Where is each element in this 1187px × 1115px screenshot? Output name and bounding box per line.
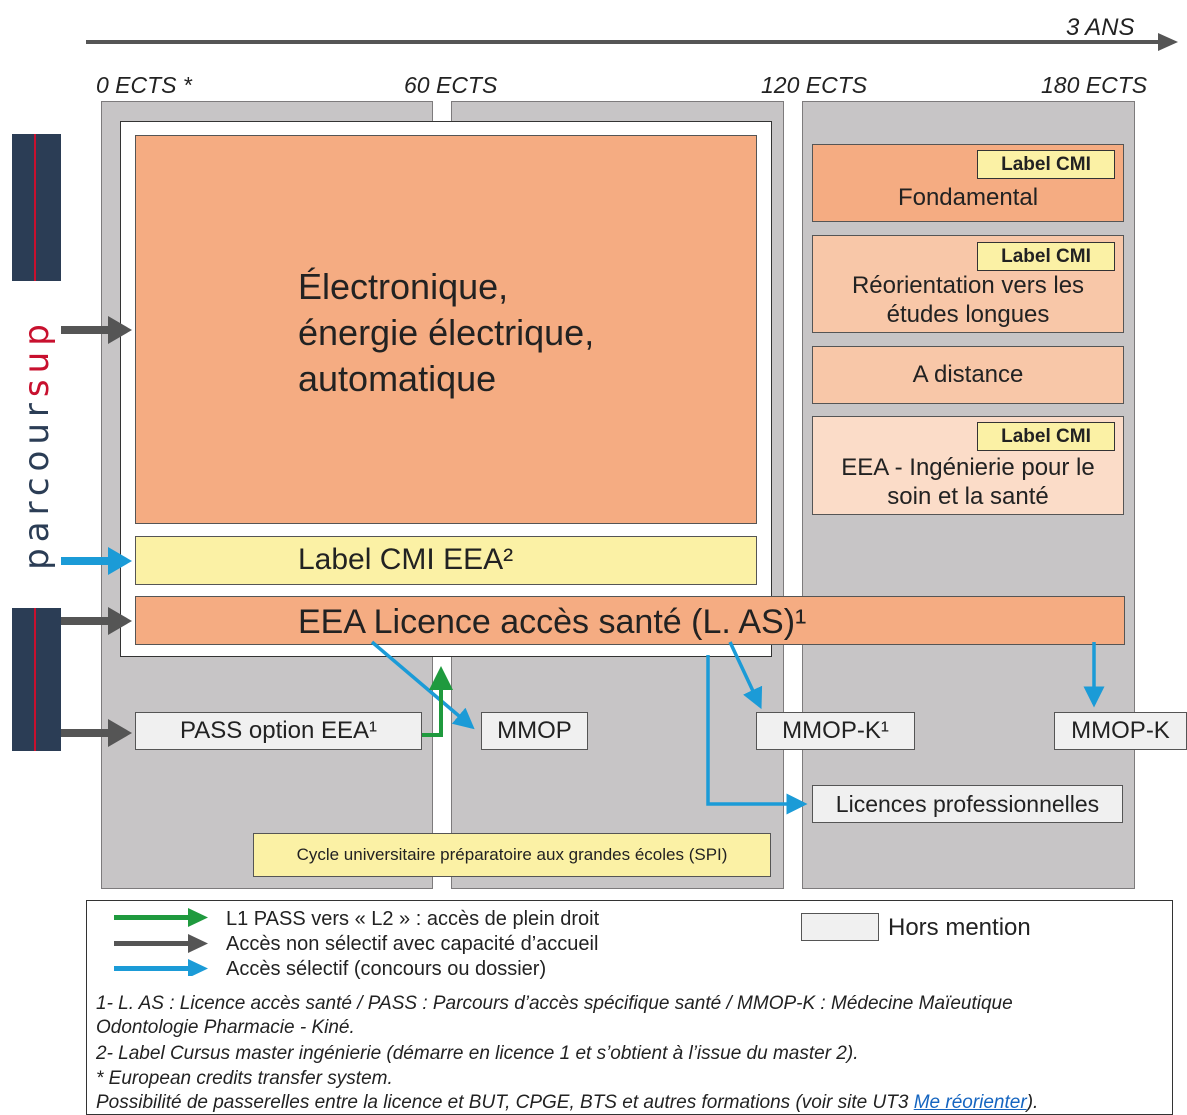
me-reorienter-link[interactable]: Me réorienter [913, 1092, 1027, 1113]
main-title-line2: énergie électrique, [298, 312, 595, 353]
right-box-fondamental: Label CMI Fondamental [812, 144, 1124, 222]
mmop-box: MMOP [481, 712, 588, 750]
main-title-line3: automatique [298, 358, 497, 399]
legend-green-label: L1 PASS vers « L2 » : accès de plein dro… [226, 908, 600, 930]
hors-mention-swatch [801, 913, 879, 941]
right-box-reorientation: Label CMI Réorientation vers les études … [812, 235, 1124, 333]
legend-arrows [114, 908, 208, 976]
right-box-sante: Label CMI EEA - Ingénierie pour le soin … [812, 416, 1124, 515]
right-box-distance: A distance [812, 346, 1124, 404]
hors-mention-label: Hors mention [888, 914, 1031, 941]
footnote-2: 2- Label Cursus master ingénierie (démar… [96, 1043, 859, 1064]
ects-0: 0 ECTS * [96, 72, 192, 98]
lic-pro-box: Licences professionnelles [812, 785, 1123, 823]
cmi-badge: Label CMI [977, 150, 1115, 179]
right-box-label: EEA - Ingénierie pour le soin et la sant… [841, 454, 1095, 510]
ects-120: 120 ECTS [761, 72, 868, 98]
footnote-1b: Odontologie Pharmacie - Kiné. [96, 1017, 355, 1038]
dark-arrow [61, 316, 132, 344]
cmi-badge: Label CMI [977, 422, 1115, 451]
legend-box [86, 900, 1173, 1115]
right-box-label: Réorientation vers les études longues [851, 272, 1085, 328]
mmopk1-box: MMOP-K¹ [756, 712, 915, 750]
main-title-line1: Électronique, [298, 266, 509, 307]
parcoursup-banner: parcoursup [12, 134, 61, 751]
las-label: EEA Licence accès santé (L. AS)¹ [298, 603, 807, 641]
arrows-overlay [61, 316, 1105, 815]
mmopk-box: MMOP-K [1054, 712, 1187, 750]
cmi-eea-box: Label CMI EEA² [135, 536, 757, 585]
cmi-badge: Label CMI [977, 242, 1115, 271]
right-box-label: Fondamental [897, 184, 1039, 211]
legend-blue-label: Accès sélectif (concours ou dossier) [226, 958, 547, 980]
main-licence-box: Électronique, énergie électrique, automa… [135, 135, 757, 524]
right-box-label: A distance [912, 361, 1024, 388]
legend-dark-label: Accès non sélectif avec capacité d’accue… [226, 933, 599, 955]
timeline [86, 33, 1178, 51]
pass-box: PASS option EEA¹ [135, 712, 422, 750]
las-box: EEA Licence accès santé (L. AS)¹ [135, 596, 1125, 645]
ects-180: 180 ECTS [1041, 72, 1148, 98]
cmi-eea-label: Label CMI EEA² [298, 543, 514, 576]
ects-60: 60 ECTS [404, 72, 498, 98]
footnote-1: 1- L. AS : Licence accès santé / PASS : … [96, 993, 1013, 1014]
footnote-3: * European credits transfer system. [96, 1068, 393, 1089]
footnote-4: Possibilité de passerelles entre la lice… [96, 1092, 1039, 1113]
cycle-spi-box: Cycle universitaire préparatoire aux gra… [253, 833, 771, 877]
timeline-label: 3 ANS [1066, 14, 1135, 41]
